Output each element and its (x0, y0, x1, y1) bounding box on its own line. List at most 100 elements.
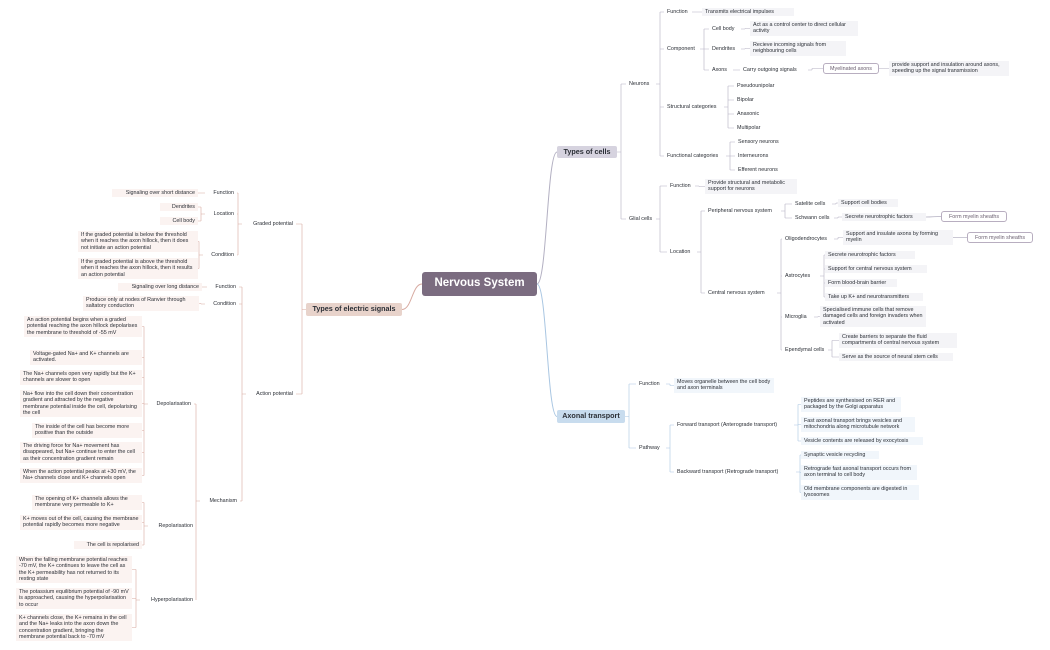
pathway-backward[interactable]: Backward transport (Retrograde transport… (677, 469, 779, 475)
bracket-neurons-structural (724, 85, 734, 129)
branch-graded-potential[interactable]: Graded potential (253, 221, 293, 227)
astrocytes-item-3[interactable]: Take up K+ and neurotransmitters (825, 293, 923, 302)
component-axons[interactable]: Axons (712, 67, 727, 73)
axonal-function[interactable]: Function (639, 381, 660, 387)
depol-item-5[interactable]: The driving force for Na+ movement has d… (20, 442, 142, 463)
bracket-pathway-backward (796, 454, 801, 493)
location-pns[interactable]: Peripheral nervous system (708, 208, 772, 214)
mechanism-depolarisation[interactable]: Depolarisation (156, 401, 191, 407)
glial-location[interactable]: Location (670, 249, 691, 255)
hyper-item-2[interactable]: K+ channels close, the K+ remains in the… (16, 614, 132, 642)
pathway-forward[interactable]: Forward transport (Anterograde transport… (677, 422, 778, 428)
forward-item-1[interactable]: Fast axonal transport brings vesicles an… (801, 417, 915, 432)
neurons-component[interactable]: Component (667, 46, 695, 52)
location-cns[interactable]: Central nervous system (708, 290, 765, 296)
topic-axonal-transport[interactable]: Axonal transport (557, 410, 625, 423)
topic-types-of-cells[interactable]: Types of cells (557, 146, 617, 158)
structural-item-3[interactable]: Multipolar (737, 125, 761, 131)
schwann-myelin-tag[interactable]: Form myelin sheaths (941, 211, 1007, 222)
repol-item-0[interactable]: The opening of K+ channels allows the me… (32, 495, 142, 510)
ependymal-item-1[interactable]: Serve as the source of neural stem cells (839, 353, 953, 362)
myelinated-axons-text[interactable]: provide support and insulation around ax… (889, 61, 1009, 76)
graded-condition-item-0[interactable]: If the graded potential is below the thr… (78, 231, 198, 252)
graded-condition[interactable]: Condition (211, 252, 234, 258)
neurons-functional[interactable]: Functional categories (667, 153, 719, 159)
bracket-topic-axonal-transport (625, 383, 636, 449)
bracket-axons-text (808, 68, 823, 71)
axons-text[interactable]: Carry outgoing signals (743, 67, 797, 73)
depol-item-2[interactable]: The Na+ channels open very rapidly but t… (20, 370, 142, 385)
depol-item-1[interactable]: Voltage-gated Na+ and K+ channels are ac… (30, 350, 142, 365)
action-function[interactable]: Function (215, 284, 236, 290)
bracket-branch-neurons (656, 11, 664, 157)
neurons-function-text[interactable]: Transmits electrical impulses (702, 8, 794, 17)
functional-item-1[interactable]: Interneurons (738, 153, 769, 159)
oligodendrocytes-text[interactable]: Support and insulate axons by forming my… (843, 230, 953, 245)
pns-satellite[interactable]: Satelite cells (795, 201, 826, 207)
graded-location-item-1[interactable]: Cell body (160, 217, 198, 226)
axonal-function-text[interactable]: Moves organelle between the cell body an… (674, 378, 774, 393)
bracket-graded-condition (198, 241, 203, 269)
mechanism-hyperpolarisation[interactable]: Hyperpolarisation (151, 597, 193, 603)
mechanism-repolarisation[interactable]: Repolarisation (158, 523, 193, 529)
branch-neurons[interactable]: Neurons (629, 81, 650, 87)
oligo-myelin-tag[interactable]: Form myelin sheaths (967, 232, 1033, 243)
branch-glial-cells[interactable]: Glial cells (629, 216, 653, 222)
repol-item-2[interactable]: The cell is repolarised (74, 541, 142, 550)
depol-item-3[interactable]: Na+ flow into the cell down their concen… (20, 390, 142, 418)
graded-function-text[interactable]: Signaling over short distance (112, 189, 198, 198)
component-cell-body[interactable]: Cell body (712, 26, 735, 32)
cns-microglia[interactable]: Microglia (785, 314, 807, 320)
hyper-item-0[interactable]: When the falling membrane potential reac… (16, 556, 132, 584)
topic-types-of-electric-signals[interactable]: Types of electric signals (306, 303, 402, 316)
branch-action-potential[interactable]: Action potential (256, 391, 293, 397)
root-topic[interactable]: Nervous System (422, 272, 537, 296)
action-function-text[interactable]: Signaling over long distance (118, 283, 202, 292)
action-condition[interactable]: Condition (213, 301, 236, 307)
pns-schwann[interactable]: Schwann cells (795, 215, 830, 221)
repol-item-1[interactable]: K+ moves out of the cell, causing the me… (20, 515, 142, 530)
neurons-function[interactable]: Function (667, 9, 688, 15)
graded-location[interactable]: Location (213, 211, 234, 217)
ependymal-item-0[interactable]: Create barriers to separate the fluid co… (839, 333, 957, 348)
cns-ependymal[interactable]: Ependymal cells (785, 347, 825, 353)
astrocytes-item-0[interactable]: Secrete neurotrophic factors (825, 251, 915, 260)
bracket-mechanism-depolarisation (142, 326, 148, 476)
glial-function[interactable]: Function (670, 183, 691, 189)
microglia-text[interactable]: Specialised immune cells that remove dam… (820, 306, 926, 327)
graded-function[interactable]: Function (213, 190, 234, 196)
glial-function-text[interactable]: Provide structural and metabolic support… (705, 179, 797, 194)
functional-item-0[interactable]: Sensory neurons (738, 139, 779, 145)
backward-item-2[interactable]: Old membrane components are digested in … (801, 485, 919, 500)
satellite-text[interactable]: Support cell bodies (838, 199, 898, 208)
depol-item-0[interactable]: An action potential begins when a graded… (24, 316, 142, 337)
dendrites-text[interactable]: Recieve incoming signals from neighbouri… (750, 41, 846, 56)
backward-item-1[interactable]: Retrograde fast axonal transport occurs … (801, 465, 917, 480)
bracket-component-dendrites (741, 48, 750, 50)
forward-item-2[interactable]: Vesicle contents are released by exocyto… (801, 437, 923, 446)
neurons-structural[interactable]: Structural categories (667, 104, 717, 110)
hyper-item-1[interactable]: The potassium equilibrium potential of -… (16, 588, 132, 609)
bracket-branch-graded-potential (237, 192, 242, 256)
graded-location-item-0[interactable]: Dendrites (160, 203, 198, 212)
astrocytes-item-2[interactable]: Form blood-brain barrier (825, 279, 897, 288)
structural-item-2[interactable]: Anaxonic (737, 111, 760, 117)
functional-item-2[interactable]: Efferent neurons (738, 167, 778, 173)
backward-item-0[interactable]: Synaptic vesicle recycling (801, 451, 879, 460)
cns-astrocytes[interactable]: Astrocytes (785, 273, 811, 279)
structural-item-0[interactable]: Pseudounipolar (737, 83, 775, 89)
component-dendrites[interactable]: Dendrites (712, 46, 736, 52)
cell-body-text[interactable]: Act as a control center to direct cellul… (750, 21, 858, 36)
astrocytes-item-1[interactable]: Support for central nervous system (825, 265, 927, 274)
graded-condition-item-1[interactable]: If the graded potential is above the thr… (78, 258, 198, 279)
cns-oligodendrocytes[interactable]: Oligodendrocytes (785, 236, 827, 242)
structural-item-1[interactable]: Bipolar (737, 97, 754, 103)
depol-item-4[interactable]: The inside of the cell has become more p… (32, 423, 142, 438)
schwann-text[interactable]: Secrete neurotrophic factors (842, 213, 926, 222)
action-condition-text[interactable]: Produce only at nodes of Ranvier through… (83, 296, 199, 311)
action-mechanism[interactable]: Mechanism (209, 498, 237, 504)
forward-item-0[interactable]: Peptides are synthesised on RER and pack… (801, 397, 901, 412)
depol-item-6[interactable]: When the action potential peaks at +30 m… (20, 468, 142, 483)
axonal-pathway[interactable]: Pathway (639, 445, 660, 451)
myelinated-axons-tag[interactable]: Myelinated axons (823, 63, 879, 74)
